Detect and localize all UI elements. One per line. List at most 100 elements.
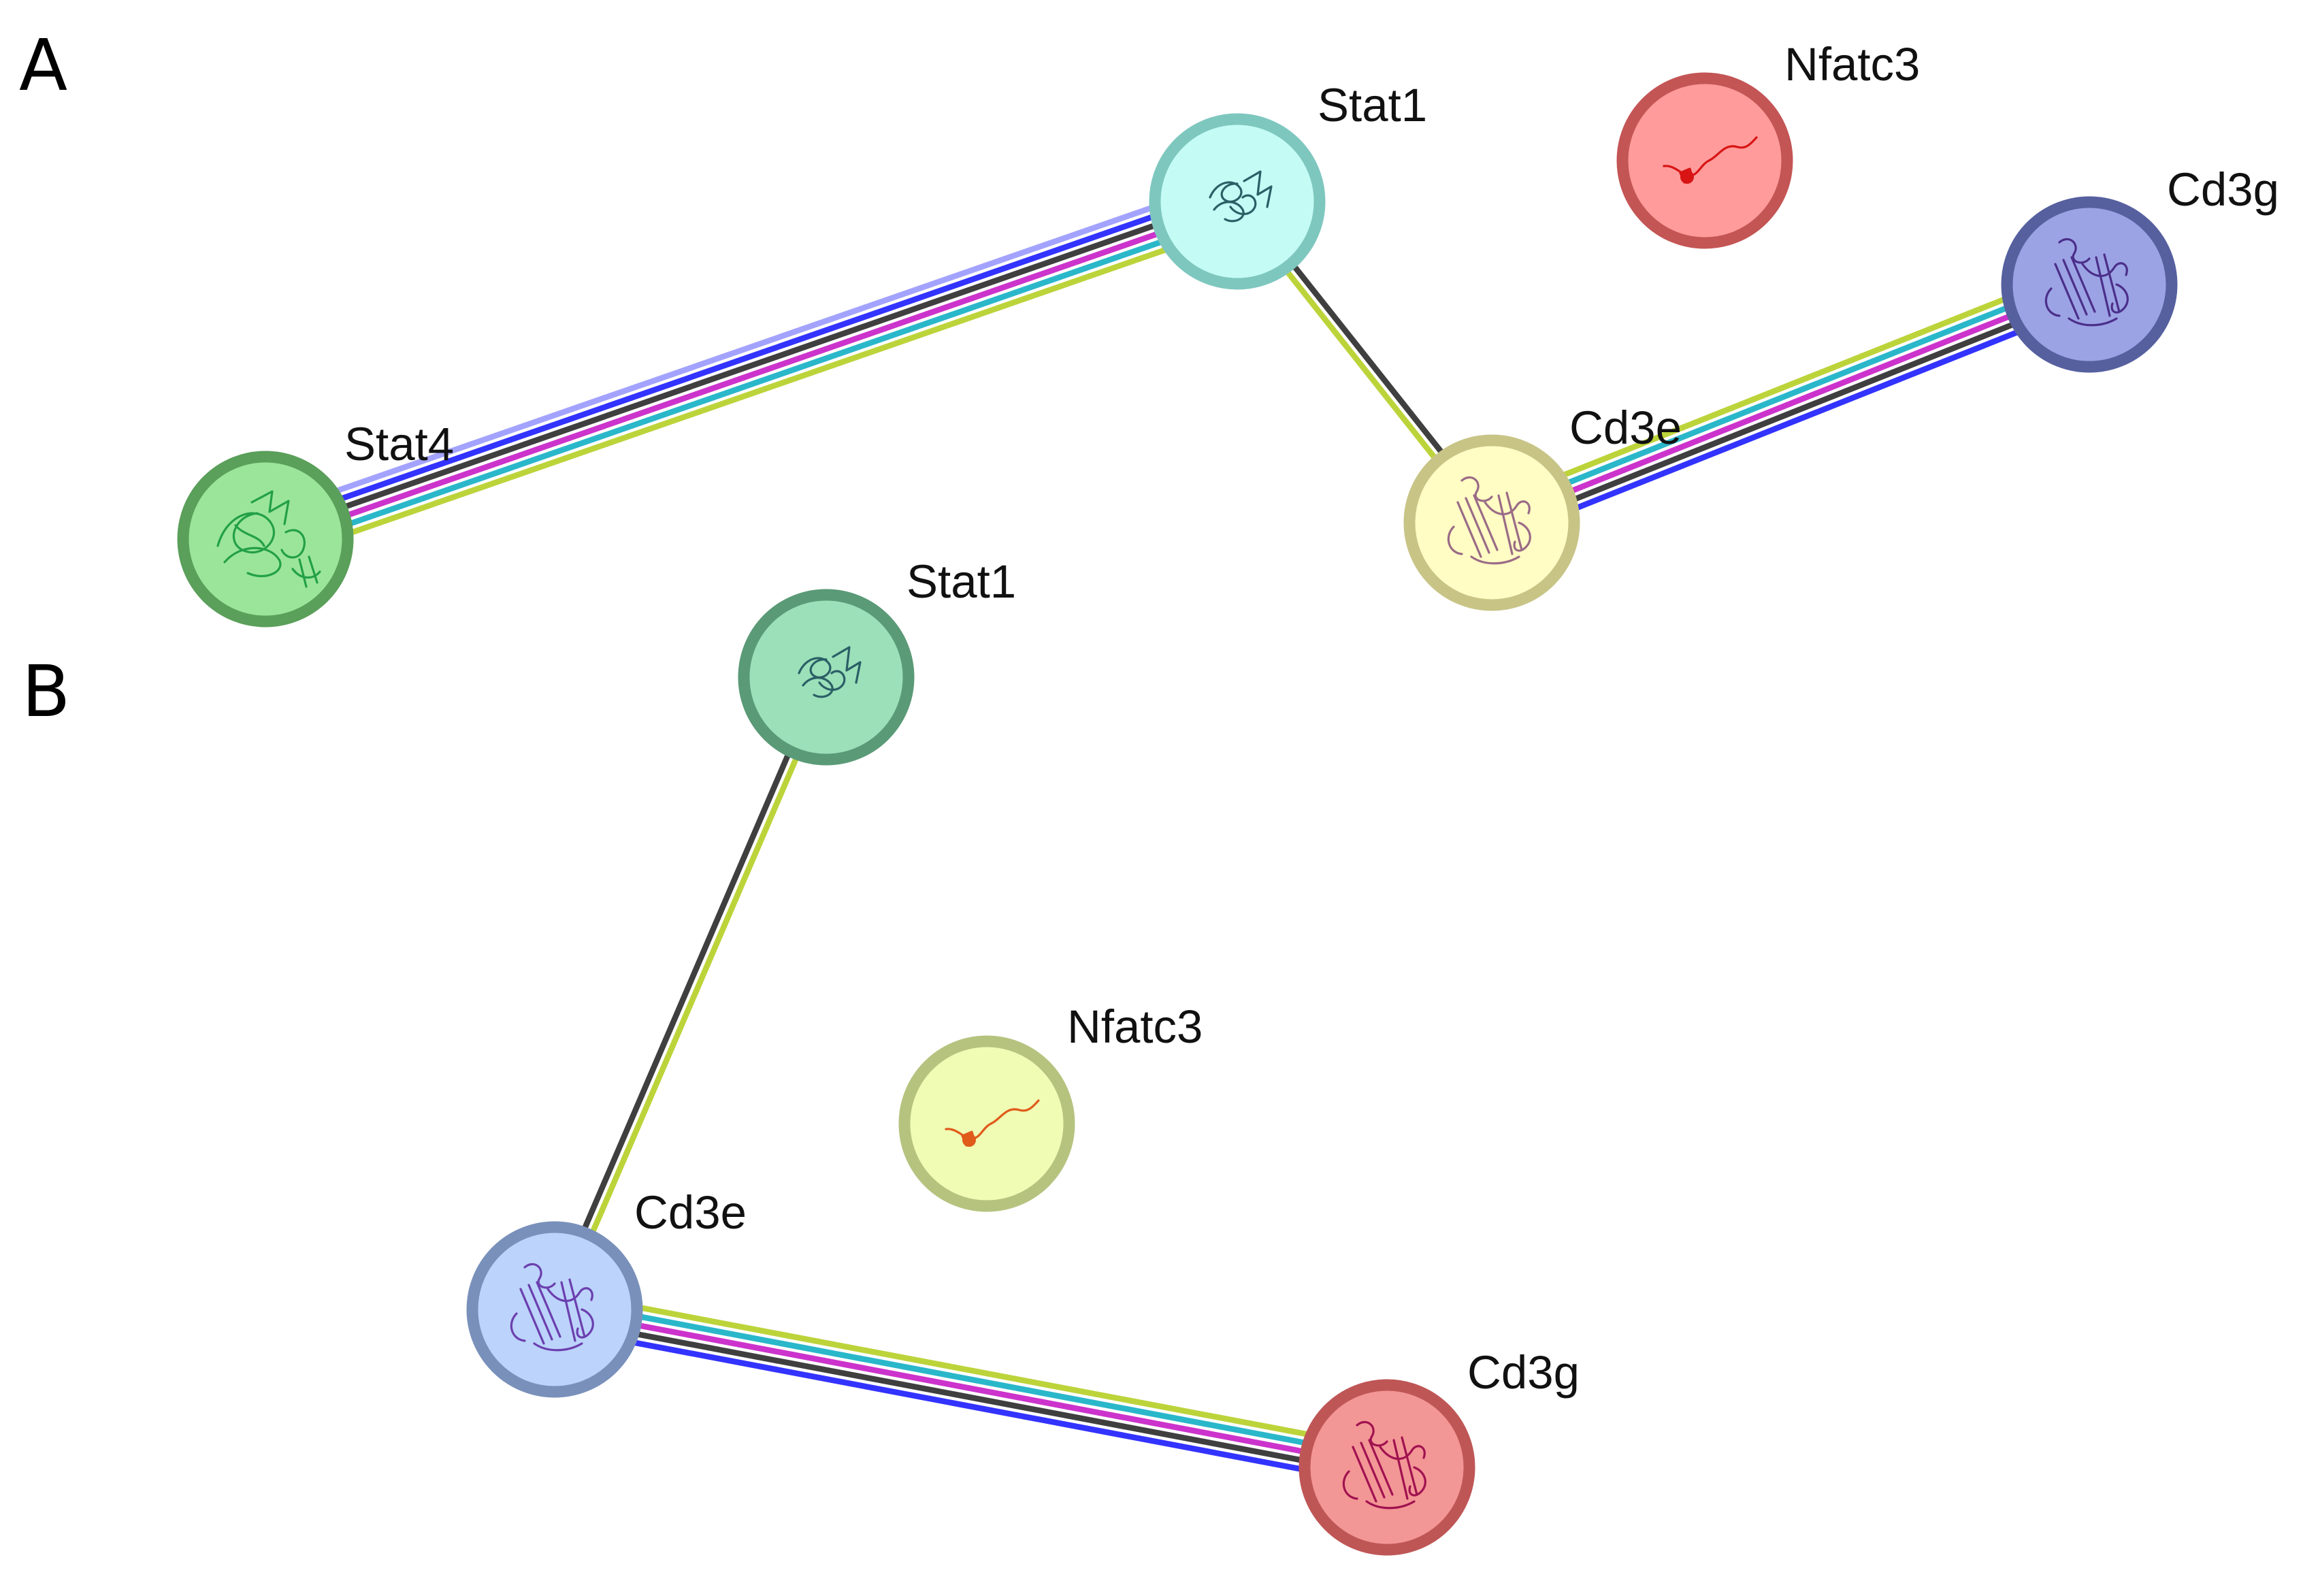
cd3-structure-icon: [1447, 476, 1531, 565]
stat-structure-icon-stroke: [798, 657, 832, 679]
node-stat1-circle[interactable]: [1149, 113, 1326, 290]
stat-structure-icon: [798, 646, 862, 698]
cd3-structure-icon-stroke: [2110, 283, 2129, 314]
edge-line-coexpression: [548, 674, 825, 1309]
stat-structure-icon-stroke: [1243, 170, 1273, 208]
stat4-structure-icon-stroke: [291, 555, 321, 588]
edge-line-coexpression: [263, 194, 1237, 538]
stat-structure-icon: [1209, 170, 1273, 223]
edge-line-coexpression: [1494, 290, 2094, 534]
stat-structure-icon-stroke: [818, 670, 846, 691]
edge-cd3e-cd3g: [551, 1289, 1391, 1488]
edge-line-experimental: [1484, 265, 2084, 509]
node-cd3g-label: Cd3g: [2167, 163, 2279, 216]
node-nfatc3-circle[interactable]: [1616, 72, 1793, 249]
cd3-structure-icon-stroke: [1484, 500, 1531, 516]
cd3-structure-icon-stroke: [510, 1312, 526, 1342]
node-stat1-label: Stat1: [906, 555, 1016, 608]
cd3-structure-icon-stroke: [1356, 1420, 1388, 1447]
edge-line-homology: [260, 186, 1234, 530]
panel-a-label: A: [19, 24, 67, 107]
node-cd3g[interactable]: Cd3g: [1298, 1346, 1580, 1556]
node-stat1[interactable]: Stat1: [1149, 79, 1427, 290]
node-cd3g[interactable]: Cd3g: [2001, 163, 2279, 373]
edge-line-homology: [1497, 298, 2097, 542]
cd3-structure-icon-stroke: [1497, 491, 1523, 555]
cd3-structure-icon-stroke: [2054, 256, 2096, 320]
cd3-structure-icon-stroke: [523, 1263, 556, 1289]
nfatc3-structure-icon-core: [962, 1133, 976, 1147]
cd3-structure-icon-stroke: [2044, 287, 2061, 317]
nfatc3-structure-icon: [1663, 136, 1758, 184]
stat4-structure-icon-stroke: [216, 512, 276, 554]
edge-line-database: [269, 211, 1243, 555]
node-cd3g-circle[interactable]: [2001, 196, 2178, 373]
cd3-structure-icon-stroke: [533, 1342, 583, 1352]
node-nfatc3-label: Nfatc3: [1784, 38, 1920, 91]
stat4-structure-icon-stroke: [223, 547, 282, 577]
edge-line-textmining: [1490, 282, 2091, 525]
node-cd3e[interactable]: Cd3e: [1403, 402, 1682, 611]
cd3-structure-icon: [1342, 1420, 1426, 1510]
cd3-structure-icon: [2044, 238, 2129, 327]
node-nfatc3-label: Nfatc3: [1067, 1000, 1203, 1053]
node-stat4-circle[interactable]: [177, 451, 354, 628]
stat-structure-icon-stroke: [1229, 194, 1257, 216]
edge-stat4-stat1: [257, 178, 1246, 563]
node-stat4[interactable]: Stat4: [177, 418, 454, 628]
edge-cd3e-cd3g: [1484, 265, 2097, 542]
cd3-structure-icon: [510, 1263, 594, 1352]
cd3-structure-icon-stroke: [2058, 238, 2091, 264]
node-cd3e-circle[interactable]: [1403, 434, 1580, 611]
edge-line-experimental: [272, 219, 1246, 563]
cd3-structure-icon-stroke: [1352, 1439, 1394, 1503]
node-cd3g-circle[interactable]: [1298, 1379, 1475, 1556]
node-cd3e-circle[interactable]: [466, 1221, 643, 1398]
cd3-structure-icon-stroke: [1447, 525, 1463, 555]
nfatc3-structure-icon: [945, 1099, 1040, 1147]
edge-stat1-cd3e: [548, 674, 833, 1313]
nfatc3-structure-icon-stroke: [990, 1099, 1040, 1125]
edge-line-gene_fusion: [257, 178, 1231, 521]
edge-line-experimental: [557, 1289, 1391, 1453]
cd3-structure-icon-stroke: [1470, 555, 1520, 565]
edge-line-textmining: [265, 203, 1240, 547]
cd3-structure-icon-stroke: [2081, 262, 2128, 278]
node-nfatc3-circle[interactable]: [898, 1035, 1075, 1212]
cd3-structure-icon-stroke: [576, 1308, 594, 1339]
stat-structure-icon-stroke: [832, 646, 862, 684]
panel-b-edges: [548, 674, 1391, 1488]
stat-structure-icon-stroke: [1213, 201, 1245, 223]
cd3-structure-icon-stroke: [2068, 317, 2118, 327]
node-nfatc3[interactable]: Nfatc3: [1616, 38, 1920, 249]
cd3-structure-icon-stroke: [519, 1281, 561, 1345]
node-cd3e-label: Cd3e: [634, 1186, 747, 1239]
cd3-structure-icon-stroke: [1460, 476, 1493, 502]
edge-line-homology: [551, 1324, 1384, 1488]
stat4-structure-icon: [216, 490, 321, 588]
node-stat1[interactable]: Stat1: [738, 555, 1016, 766]
panel-b-label: B: [22, 650, 70, 733]
cd3-structure-icon-stroke: [1379, 1445, 1426, 1461]
cd3-structure-icon-stroke: [560, 1278, 586, 1342]
nfatc3-structure-icon-core: [1680, 170, 1694, 184]
node-stat4-label: Stat4: [344, 418, 454, 470]
stat-structure-icon-stroke: [802, 677, 834, 698]
stat4-structure-icon-stroke: [250, 490, 290, 525]
node-nfatc3[interactable]: Nfatc3: [898, 1000, 1203, 1212]
edge-line-database: [555, 1298, 1390, 1462]
cd3-structure-icon-stroke: [1342, 1470, 1358, 1500]
node-stat1-circle[interactable]: [738, 589, 915, 766]
cd3-structure-icon-stroke: [1408, 1466, 1426, 1497]
edge-line-coexpression: [552, 1315, 1386, 1479]
cd3-structure-icon-stroke: [1365, 1500, 1416, 1510]
cd3-structure-icon-stroke: [2095, 253, 2121, 317]
node-cd3e[interactable]: Cd3e: [466, 1186, 747, 1398]
node-cd3e-label: Cd3e: [1569, 402, 1682, 454]
cd3-structure-icon-stroke: [1513, 521, 1531, 552]
